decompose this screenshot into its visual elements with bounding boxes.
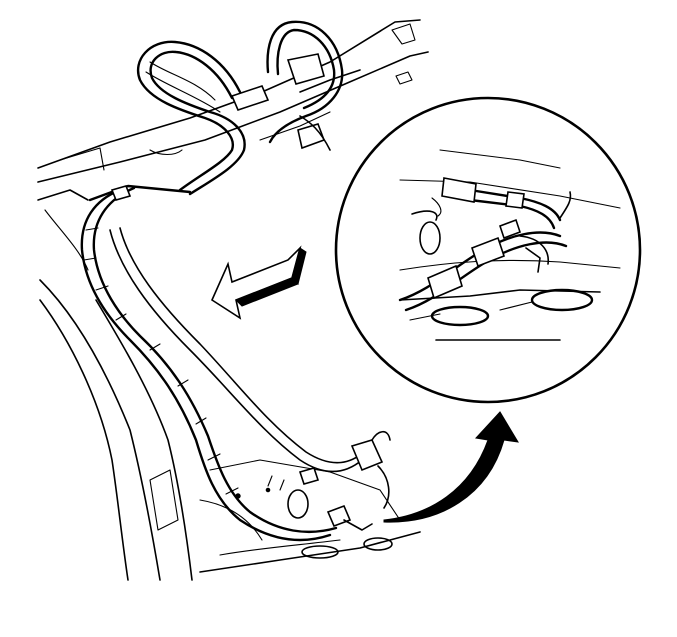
callout-arrow-icon <box>383 411 519 523</box>
wiring-harness <box>80 20 391 542</box>
detail-magnifier <box>334 96 642 404</box>
direction-arrow-icon <box>210 245 307 320</box>
vehicle-body-outline <box>37 19 429 581</box>
